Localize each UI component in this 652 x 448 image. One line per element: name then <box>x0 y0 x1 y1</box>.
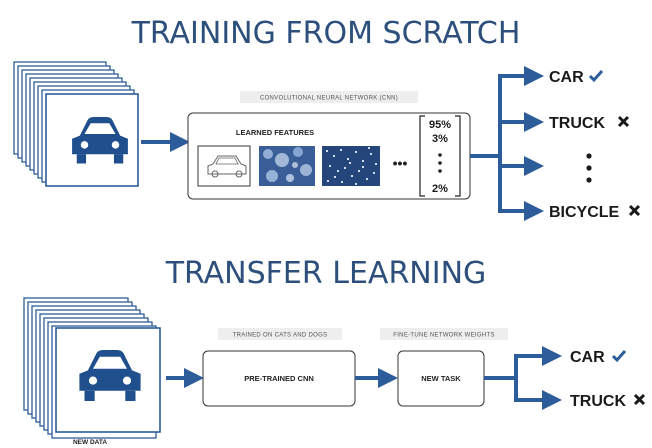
cross-icon <box>633 393 646 406</box>
svg-text:FINE-TUNE NETWORK WEIGHTS: FINE-TUNE NETWORK WEIGHTS <box>393 333 495 339</box>
cnn-caption: CONVOLUTIONAL NEURAL NETWORK (CNN) <box>240 91 418 103</box>
feature-thumb-noise <box>322 146 380 186</box>
output-truck-label: TRUCK <box>549 115 605 132</box>
probability-bracket <box>419 115 461 197</box>
features-ellipsis: ••• <box>393 155 408 171</box>
new-task-label: NEW TASK <box>421 374 461 383</box>
output-car-label-bottom: CAR <box>570 349 605 366</box>
bottom-title: TRANSFER LEARNING <box>165 256 487 291</box>
finetune-caption: FINE-TUNE NETWORK WEIGHTS <box>380 328 508 340</box>
prob-bicycle: 2% <box>432 183 448 195</box>
prob-ellipsis <box>438 153 442 173</box>
new-data-caption: NEW DATA <box>73 439 107 446</box>
prob-car: 95% <box>429 119 451 131</box>
feature-thumb-car <box>197 145 251 187</box>
output-ellipsis <box>586 153 592 183</box>
output-car-label: CAR <box>549 69 584 86</box>
cross-icon <box>617 115 630 128</box>
output-truck-label-bottom: TRUCK <box>570 393 626 410</box>
svg-text:TRAINED ON CATS AND DOGS: TRAINED ON CATS AND DOGS <box>233 333 328 339</box>
learned-features-label: LEARNED FEATURES <box>236 128 314 137</box>
input-image-stack-bottom <box>23 297 161 439</box>
pretrained-caption: TRAINED ON CATS AND DOGS <box>218 328 342 340</box>
cross-icon <box>628 204 641 217</box>
top-title: TRAINING FROM SCRATCH <box>131 16 521 51</box>
feature-thumb-blurry <box>259 146 315 186</box>
pretrained-cnn-label: PRE-TRAINED CNN <box>244 374 314 383</box>
output-connector-top <box>470 66 544 221</box>
svg-text:CONVOLUTIONAL NEURAL NETWORK (: CONVOLUTIONAL NEURAL NETWORK (CNN) <box>260 96 398 102</box>
output-connector-bottom <box>484 346 562 410</box>
prob-truck: 3% <box>432 133 448 145</box>
check-icon <box>611 350 627 363</box>
input-image-stack-top <box>13 61 139 187</box>
output-bicycle-label: BICYCLE <box>549 204 620 221</box>
check-icon <box>588 70 604 83</box>
